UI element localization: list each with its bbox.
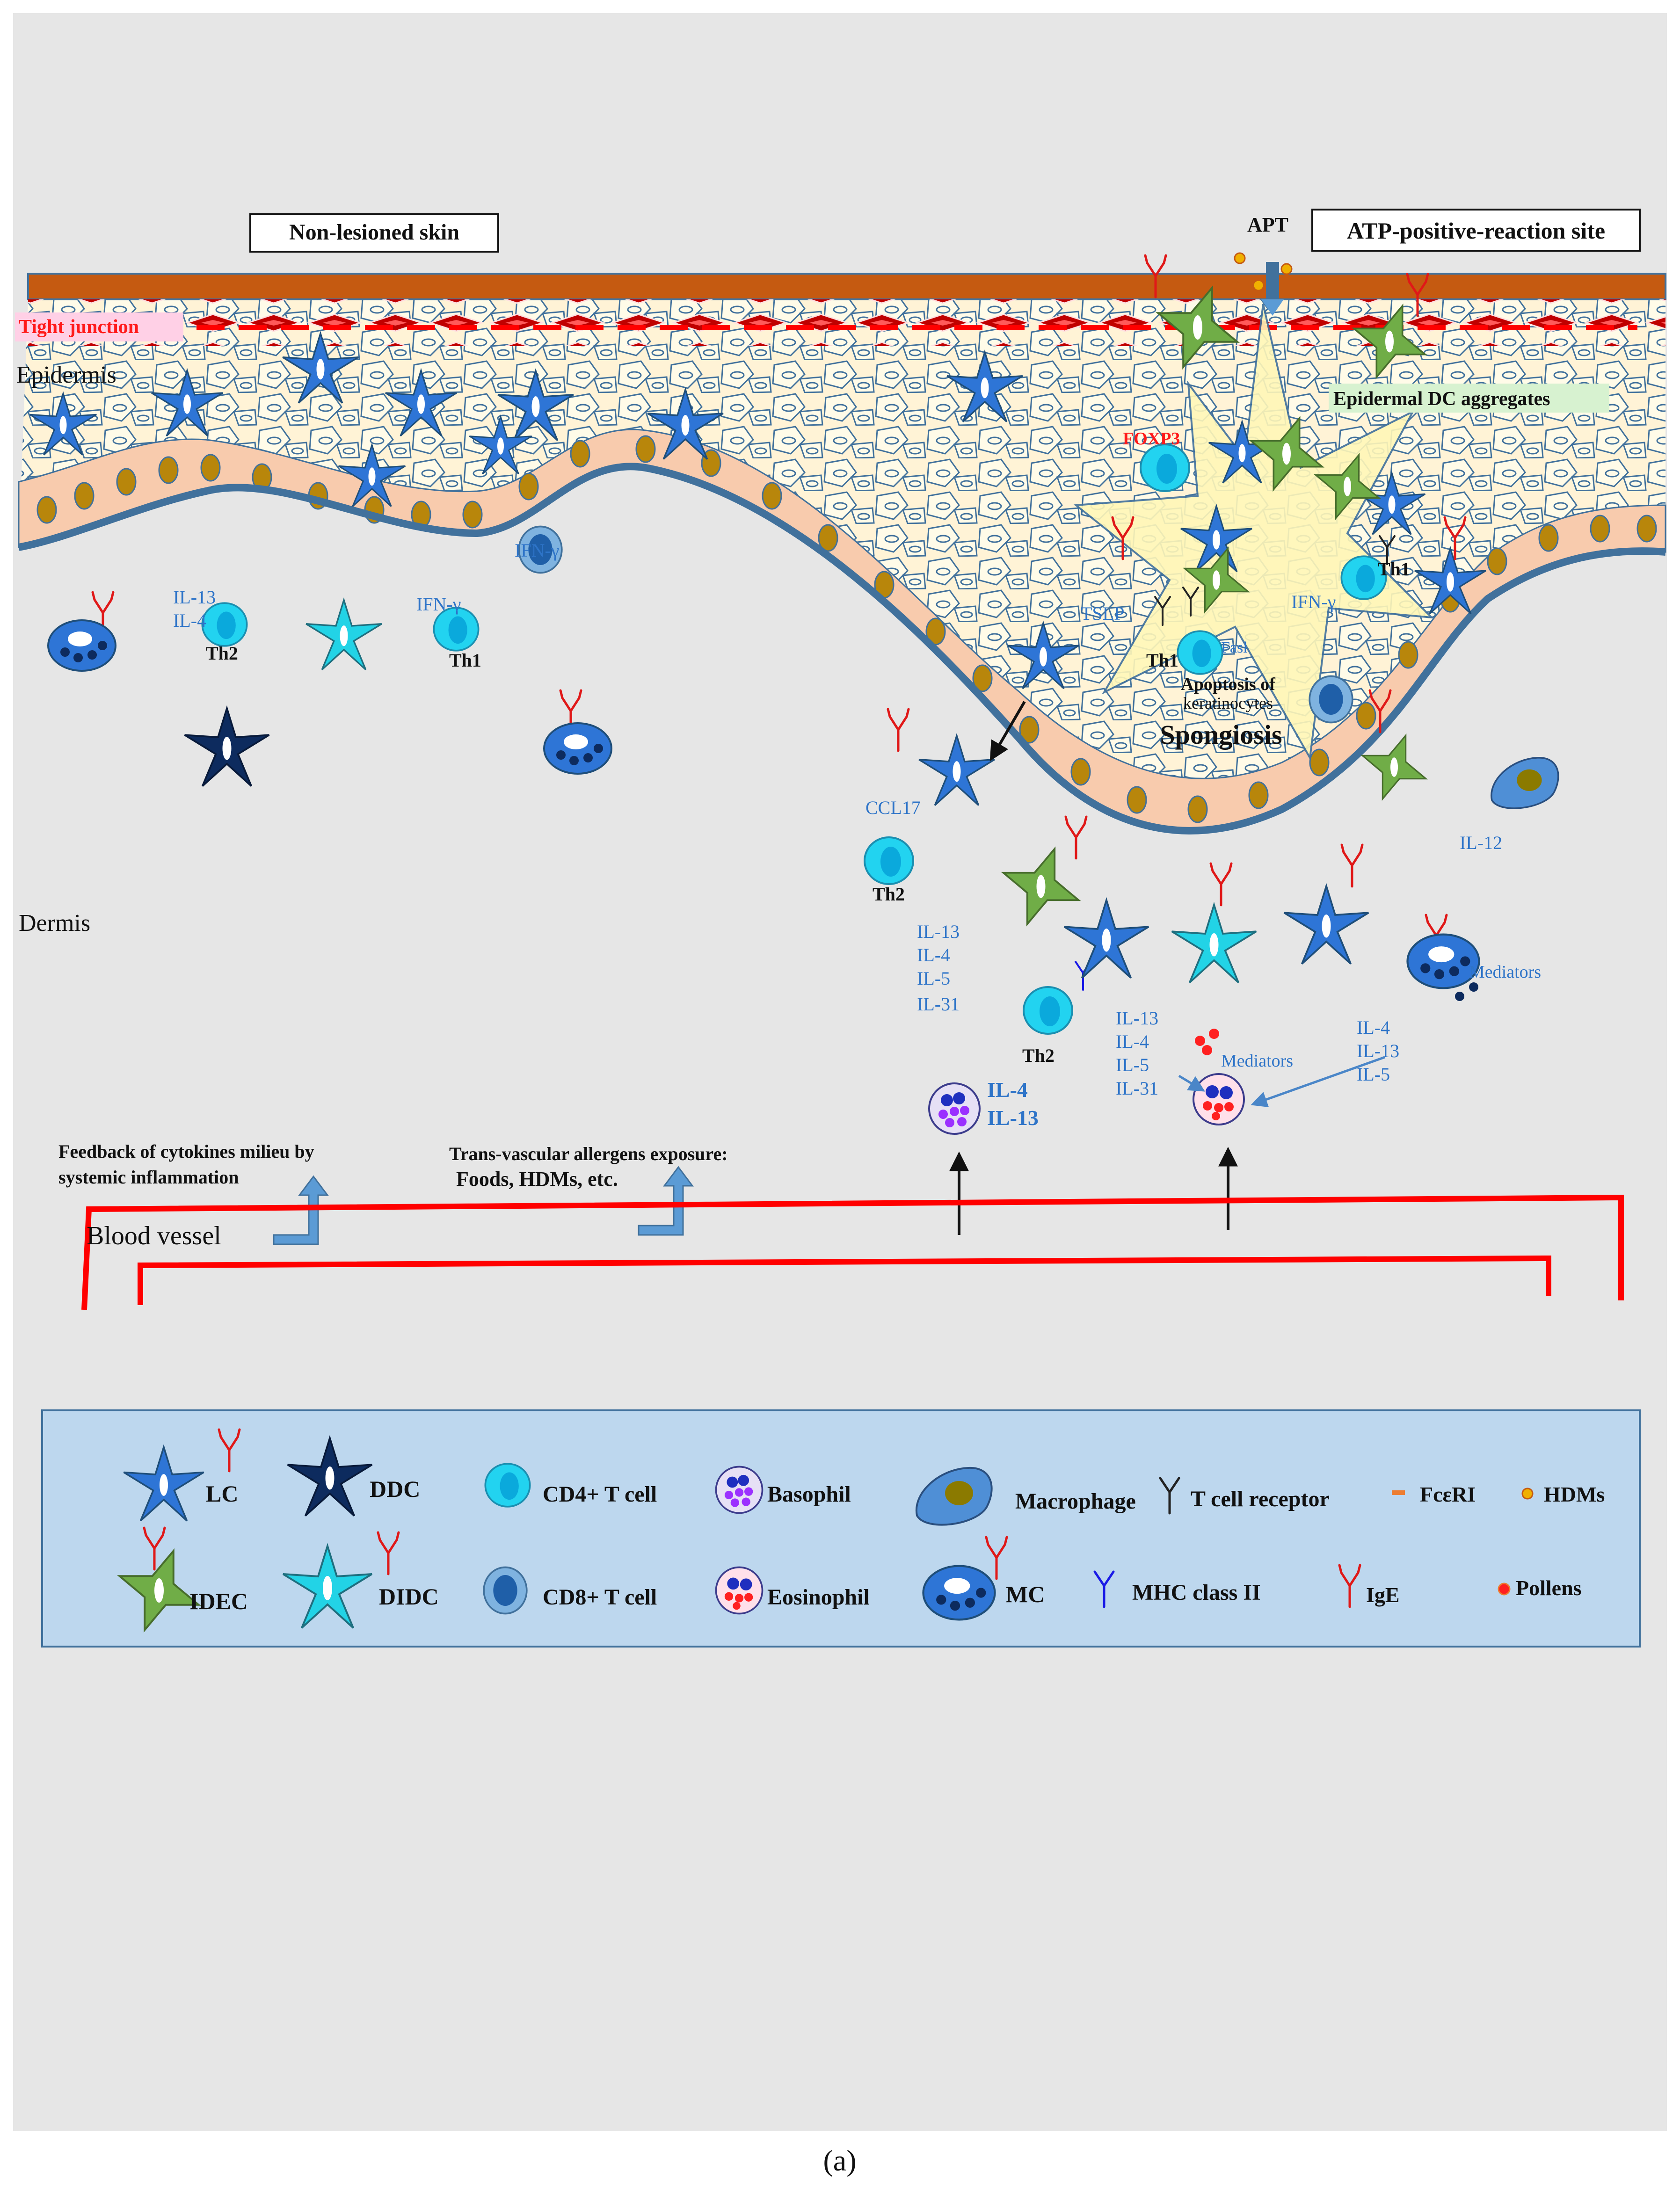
- spongiosis-area: [1073, 304, 1434, 761]
- arrows: [949, 262, 1385, 1235]
- il4-baso: IL-4: [987, 1078, 1028, 1102]
- il4-mid: IL-4: [917, 944, 950, 965]
- blood-vessel-inner: [138, 1255, 1551, 1305]
- legend-labels: LC DDC CD4+ T cell Basophil Macrophage T…: [189, 1476, 1605, 1614]
- il31-right: IL-31: [1116, 1078, 1158, 1099]
- il13-mid: IL-13: [917, 921, 960, 942]
- tslp-label: TSLP: [1081, 603, 1124, 624]
- apt-site-box: [1311, 209, 1641, 252]
- legend-ige: IgE: [1366, 1583, 1400, 1607]
- legend-eosinophil: Eosinophil: [767, 1585, 870, 1610]
- epidermal-dc-label: Epidermal DC aggregates: [1333, 388, 1550, 410]
- legend-cd4: CD4+ T cell: [543, 1482, 657, 1507]
- basement-membrane: [18, 463, 1666, 835]
- th1-mid: Th1: [1146, 650, 1178, 671]
- legend-mhc: MHC class II: [1132, 1580, 1261, 1605]
- legend-macrophage: Macrophage: [1015, 1489, 1136, 1514]
- ccl17-label: CCL17: [865, 797, 921, 818]
- legend-pollens: Pollens: [1516, 1576, 1582, 1600]
- legend-idec: IDEC: [189, 1588, 248, 1614]
- legend-ddc: DDC: [370, 1476, 420, 1502]
- il4-left: IL-4: [173, 610, 206, 631]
- non-lesioned-label: Non-lesioned skin: [289, 220, 459, 245]
- legend-box: [41, 1409, 1641, 1648]
- legend-tcr: T cell receptor: [1191, 1487, 1330, 1511]
- apoptosis-line1: Apoptosis of: [1181, 675, 1276, 694]
- th2-low: Th2: [1022, 1045, 1055, 1066]
- foxp3-label: FOXP3: [1123, 429, 1180, 449]
- th2-mid: Th2: [873, 884, 905, 905]
- non-lesioned-box: [249, 213, 499, 253]
- il5-right: IL-5: [1116, 1054, 1149, 1075]
- il4-mc: IL-4: [1357, 1017, 1390, 1038]
- il13-left: IL-13: [173, 587, 216, 608]
- apoptosis-line2: keratinocytes: [1183, 694, 1273, 712]
- spongiosis-label: Spongiosis: [1160, 719, 1282, 750]
- feedback-line1: Feedback of cytokines milieu by: [58, 1141, 314, 1162]
- basal-nuclei: [36, 435, 1657, 823]
- feedback-line2: systemic inflammation: [58, 1167, 239, 1188]
- il13-right: IL-13: [1116, 1008, 1158, 1029]
- legend-mc: MC: [1006, 1581, 1045, 1607]
- il5-mid: IL-5: [917, 968, 950, 989]
- legend-symbols: [112, 1430, 1534, 1637]
- legend-cd8: CD8+ T cell: [543, 1585, 657, 1610]
- mediators-eos: Mediators: [1221, 1051, 1293, 1071]
- ifn-left-2: IFN-γ: [416, 594, 461, 615]
- il31-mid: IL-31: [917, 994, 960, 1015]
- ifn-left-1: IFN-γ: [515, 540, 559, 561]
- fasl-label: Fasl: [1221, 639, 1248, 656]
- apt-site-label: ATP-positive-reaction site: [1347, 218, 1605, 244]
- apt-label: APT: [1247, 213, 1288, 236]
- stratum-corneum: [27, 273, 1666, 300]
- th2-left: Th2: [206, 643, 238, 664]
- figure-caption: (a): [823, 2144, 856, 2177]
- legend-hdms: HDMs: [1544, 1482, 1605, 1506]
- tight-junction-band: [28, 299, 1665, 346]
- th1-left: Th1: [449, 650, 481, 671]
- tight-junction-box: [15, 312, 183, 341]
- epidermis-label: Epidermis: [16, 362, 116, 388]
- il12-label: IL-12: [1460, 832, 1502, 853]
- legend-lc: LC: [206, 1481, 238, 1507]
- legend-didc: DIDC: [379, 1583, 439, 1610]
- blood-vessel-outer: [81, 1194, 1624, 1310]
- legend-fceri: FcεRI: [1420, 1482, 1476, 1506]
- il13-mc: IL-13: [1357, 1040, 1399, 1061]
- transvascular-line2: Foods, HDMs, etc.: [456, 1168, 618, 1190]
- th1-right: Th1: [1378, 559, 1410, 580]
- ifn-right: IFN-γ: [1291, 591, 1336, 612]
- dermis-label: Dermis: [19, 910, 90, 936]
- il13-baso: IL-13: [987, 1106, 1039, 1130]
- epidermal-dc-box: [1329, 384, 1609, 413]
- il5-mc: IL-5: [1357, 1064, 1390, 1085]
- tight-junction-label: Tight junction: [19, 316, 139, 338]
- legend-basophil: Basophil: [767, 1482, 851, 1507]
- allergen-dots: [1195, 252, 1478, 1055]
- il4-right: IL-4: [1116, 1031, 1149, 1052]
- transvascular-line1: Trans-vascular allergens exposure:: [449, 1143, 728, 1164]
- blood-vessel-label: Blood vessel: [87, 1221, 221, 1250]
- mediators-mc: Mediators: [1469, 962, 1541, 982]
